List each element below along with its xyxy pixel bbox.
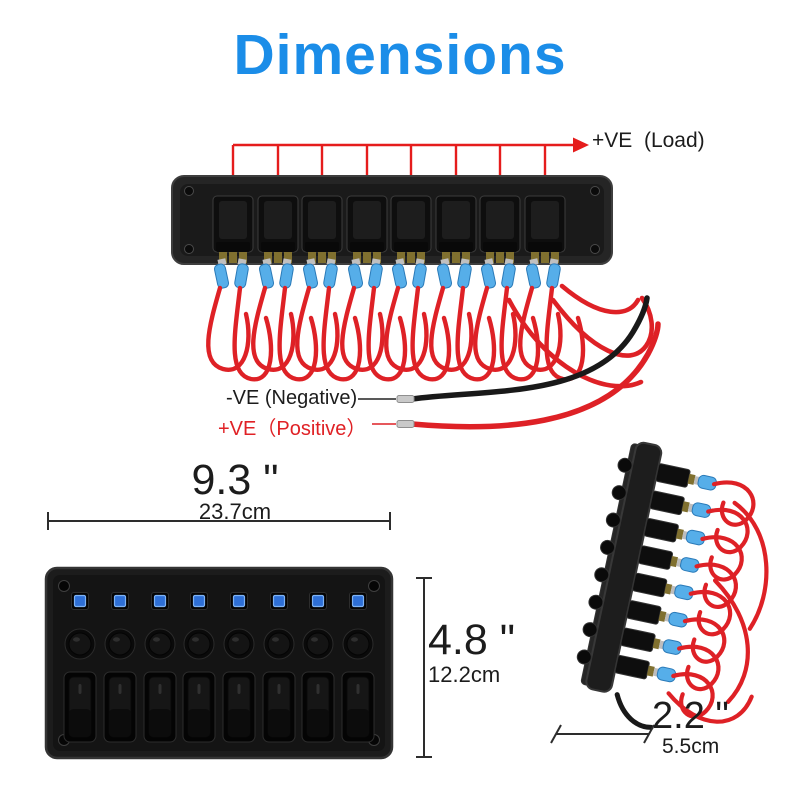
back-view-photo [171,175,661,430]
black-wire [409,295,650,402]
height-metric-value: 12.2cm [428,662,501,687]
height-dimension-line [416,577,432,758]
side-knobs [576,457,633,665]
switch-modules [208,196,583,379]
height-inches-value: 4.8 " [428,616,515,664]
side-bundle-wires [666,500,769,724]
page-title: Dimensions [233,23,567,87]
panel-screws-front [58,580,380,746]
load-label: +VE (Load) [592,129,705,152]
load-annotation-lines [231,143,573,192]
depth-inches-value: 2.2 " [652,695,729,737]
negative-label: -VE (Negative) [226,387,358,409]
width-inches-value: 9.3 " [191,456,279,504]
panel-screws-back [184,186,600,254]
wire-ferrules [396,395,415,428]
width-metric-value: 23.7cm [198,499,272,524]
front-view-photo [44,566,394,760]
depth-dimension-line [550,724,655,744]
depth-metric-value: 5.5cm [662,735,720,758]
side-view-photo [576,441,769,730]
side-black-wire [614,692,654,730]
width-dimension-line [47,512,391,530]
positive-label: +VE（Positive） [218,418,367,440]
red-wire [409,321,661,430]
arrow-right-icon [573,137,589,153]
bundle-wires [506,283,655,389]
